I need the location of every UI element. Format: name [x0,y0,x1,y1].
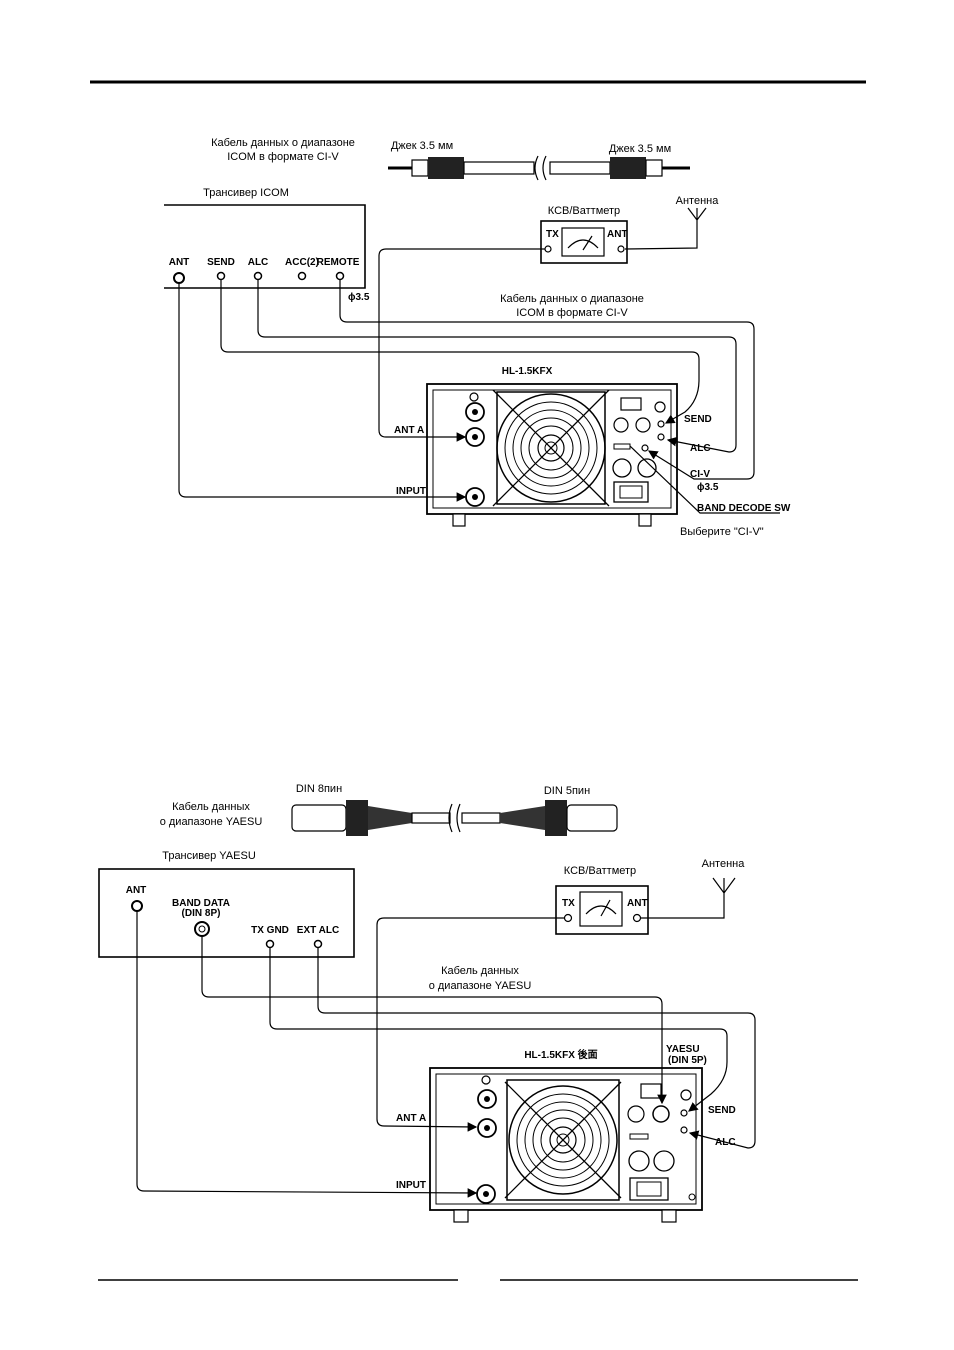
select-civ-label: Выберите "CI-V" [680,526,764,538]
swr-meter-title: КСВ/Ваттметр [548,205,620,217]
yaesu-tx-gnd-label: TX GND [251,925,289,936]
yaesu-transceiver-box [98,868,355,958]
yaesu-tx-gnd-jack [265,939,275,949]
diagram-icom: Кабель данных о диапазоне ICOM в формате… [164,137,791,538]
amp-phi35-label: ϕ3.5 [697,482,719,493]
swr2-ant-label: ANT [627,898,648,909]
wire-alc [257,280,737,453]
wire2-swr-to-ant-a [376,917,564,1132]
yaesu-cable-mid-line2: о диапазоне YAESU [429,980,532,992]
band-decode-leader [629,445,780,514]
wire-send [220,280,700,424]
band-decode-label: BAND DECODE SW [697,503,791,514]
yaesu-cable-caption-line2: о диапазоне YAESU [160,816,263,828]
yaesu-band-data-sub-label: (DIN 8P) [182,908,221,919]
wire-ant-to-input [178,283,467,502]
swr2-tx-label: TX [562,898,575,909]
swr-tx-label: TX [546,229,559,240]
yaesu-band-data-label: BAND DATA [172,898,230,909]
wire2-ant-to-input [136,911,478,1198]
wire2-band-data [201,936,667,1105]
amp-input-label: INPUT [396,486,426,497]
icom-alc-jack [253,271,263,281]
din-cable-illustration [291,800,618,836]
amp2-ant-a-label: ANT A [396,1113,426,1124]
cable-mid-caption-line2: ICOM в формате CI-V [516,307,628,319]
icom-ant-jack [173,272,185,284]
icom-port-alc-label: ALC [248,257,269,268]
yaesu-cable-mid-line1: Кабель данных [441,965,519,977]
icom-port-send-label: SEND [207,257,235,268]
swr-meter2-title: КСВ/Ваттметр [564,865,636,877]
antenna2-symbol [641,877,736,919]
amp-send-label: SEND [684,414,712,425]
amp2-yaesu-label: YAESU [666,1044,700,1055]
amp2-alc-label: ALC [715,1137,736,1148]
wire2-ext-alc [317,948,756,1149]
icom-port-ant-label: ANT [169,257,190,268]
icom-transceiver-box [164,204,366,289]
din5-label: DIN 5пин [544,785,590,797]
din8-label: DIN 8пин [296,783,342,795]
amp-model-label: HL-1.5KFX [502,366,553,377]
antenna-symbol [624,207,707,250]
icom-send-jack [216,271,226,281]
icom-port-acc2-label: ACC(2) [285,257,319,268]
antenna-label: Антенна [676,195,720,207]
icom-phi35-label: ϕ3.5 [348,292,370,303]
jack-left-label: Джек 3.5 мм [391,140,453,152]
wire-swr-to-ant-a [378,248,545,442]
wire-remote-civ [339,280,755,480]
icom-transceiver-title: Трансивер ICOM [203,187,289,199]
icom-acc2-jack [297,271,307,281]
wire2-tx-gnd [269,948,728,1112]
yaesu-ext-alc-jack [313,939,323,949]
cable-mid-caption-line1: Кабель данных о диапазоне [500,293,644,305]
amp2-model-label: HL-1.5KFX 後面 [524,1048,597,1061]
jack-right-label: Джек 3.5 мм [609,143,671,155]
yaesu-ext-alc-label: EXT ALC [297,925,339,936]
cable-caption-line2: ICOM в формате CI-V [227,151,339,163]
yaesu-band-data-jack [194,921,210,937]
swr-ant-label: ANT [607,229,628,240]
icom-port-remote-label: REMOTE [317,257,360,268]
antenna2-label: Антенна [702,858,746,870]
amp2-send-label: SEND [708,1105,736,1116]
amp-ant-a-label: ANT A [394,425,424,436]
yaesu-cable-caption-line1: Кабель данных [172,801,250,813]
amp2-yaesu-din5-port [652,1105,670,1123]
jack-cable-illustration [388,155,690,181]
amp-civ-label: CI-V [690,469,710,480]
amp-alc-label: ALC [690,443,711,454]
icom-remote-jack [335,271,345,281]
amp2-input-label: INPUT [396,1180,426,1191]
amp2-yaesu-sub-label: (DIN 5P) [668,1055,707,1066]
yaesu-transceiver-title: Трансивер YAESU [162,850,256,862]
diagram-yaesu: DIN 8пин DIN 5пин Кабель данных о диапаз… [98,783,756,1223]
yaesu-ant-jack [131,900,143,912]
yaesu-port-ant-label: ANT [126,885,147,896]
cable-caption-line1: Кабель данных о диапазоне [211,137,355,149]
